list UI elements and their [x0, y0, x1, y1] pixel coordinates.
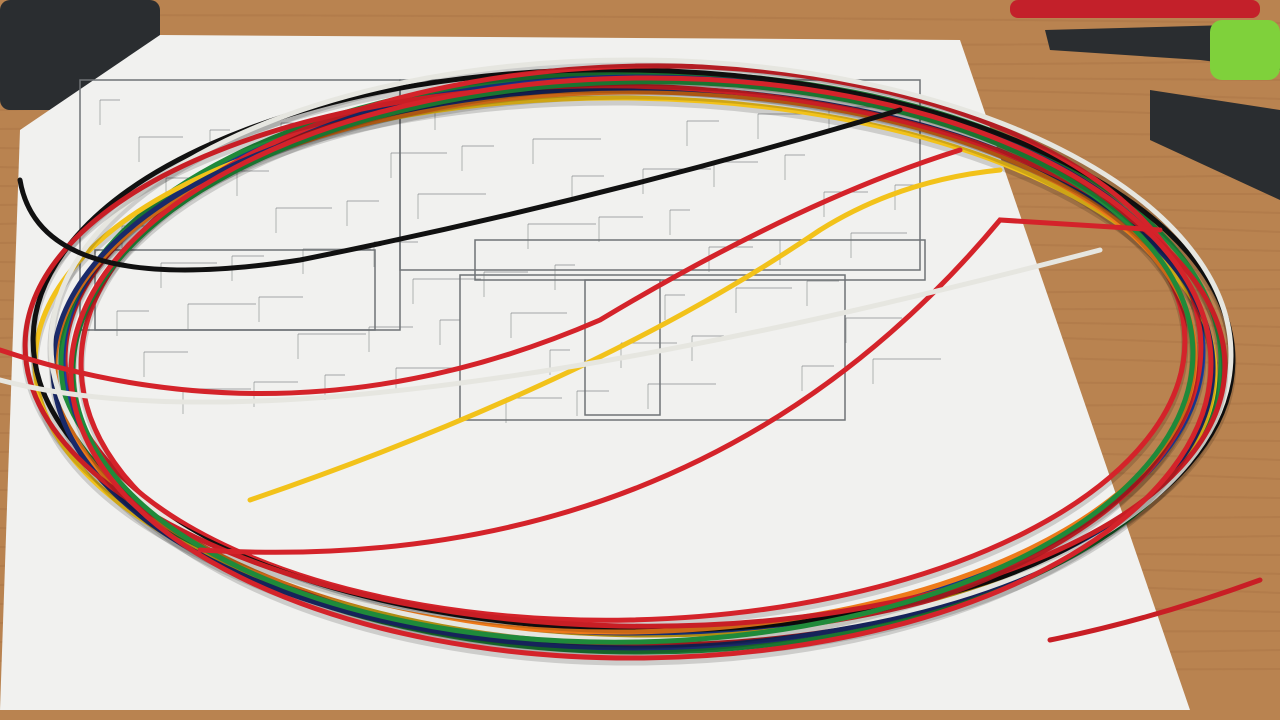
loose-wire	[0, 147, 963, 396]
schematic-box	[474, 239, 926, 281]
loose-wire	[197, 217, 1163, 555]
schematic-box	[459, 274, 846, 421]
loose-wire	[17, 107, 903, 273]
loose-wire	[247, 167, 1003, 503]
wire-loop	[68, 75, 1214, 661]
green-grip	[1210, 20, 1280, 80]
schematic-paper	[0, 35, 1190, 710]
wire-loop-icon	[0, 57, 1263, 666]
wood-grain-line	[0, 14, 1280, 24]
loose-wire	[0, 247, 1103, 405]
crimper	[1150, 90, 1280, 200]
schematic-box	[584, 279, 661, 416]
wire-loop	[22, 83, 1228, 629]
red-handle	[1010, 0, 1260, 18]
loose-wire	[1047, 577, 1263, 643]
